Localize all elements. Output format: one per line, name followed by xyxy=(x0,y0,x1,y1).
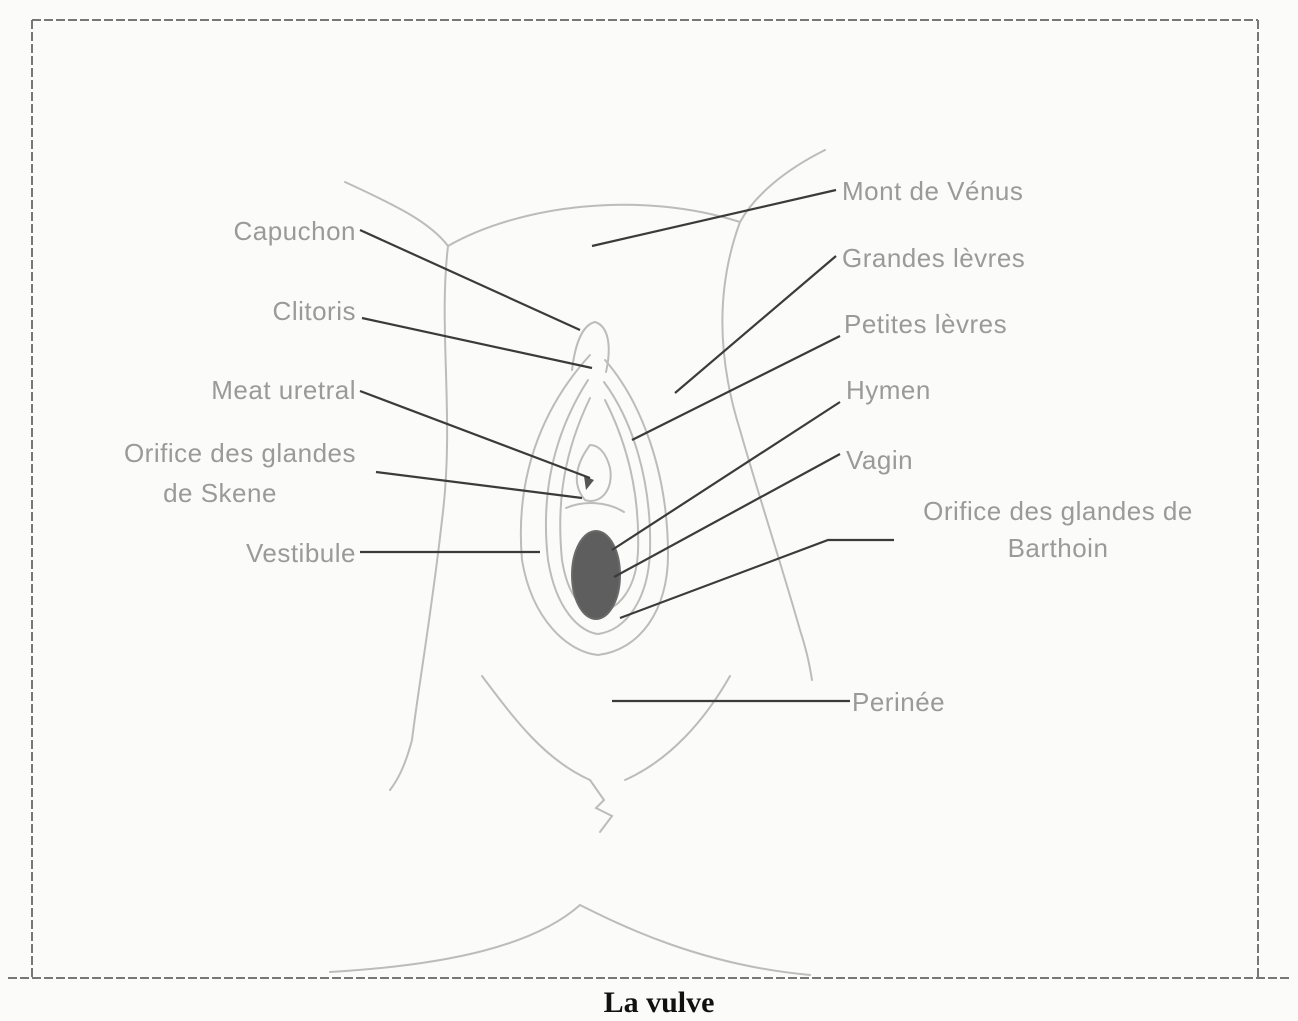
label-orifice-skene-line2: de Skene xyxy=(163,478,277,508)
label-hymen: Hymen xyxy=(846,375,931,405)
leader-petites-levres xyxy=(632,336,840,440)
leader-lines xyxy=(360,190,894,701)
label-orifice-bartholin-line1: Orifice des glandes de xyxy=(923,496,1193,526)
figure-caption: La vulve xyxy=(604,986,715,1019)
leader-vagin xyxy=(614,454,840,577)
label-vagin: Vagin xyxy=(846,445,913,475)
leader-clitoris xyxy=(362,318,592,368)
leader-capuchon xyxy=(360,230,580,330)
anatomy-outline xyxy=(330,150,825,975)
leader-mont-de-venus xyxy=(592,190,836,246)
label-perinee: Perinée xyxy=(852,687,945,717)
diagram-labels: Mont de Vénus Capuchon Grandes lèvres Cl… xyxy=(124,176,1193,717)
label-capuchon: Capuchon xyxy=(233,216,356,246)
label-orifice-bartholin-line2: Barthoin xyxy=(1008,533,1109,563)
leader-hymen xyxy=(612,402,840,550)
label-petites-levres: Petites lèvres xyxy=(844,309,1007,339)
label-mont-de-venus: Mont de Vénus xyxy=(842,176,1023,206)
label-meat-uretral: Meat uretral xyxy=(211,375,356,405)
label-vestibule: Vestibule xyxy=(246,538,356,568)
vaginal-opening xyxy=(572,531,620,619)
leader-grandes-levres xyxy=(675,256,836,393)
label-grandes-levres: Grandes lèvres xyxy=(842,243,1025,273)
leader-meat-uretral xyxy=(360,391,590,478)
label-orifice-skene-line1: Orifice des glandes xyxy=(124,438,356,468)
label-clitoris: Clitoris xyxy=(273,296,356,326)
